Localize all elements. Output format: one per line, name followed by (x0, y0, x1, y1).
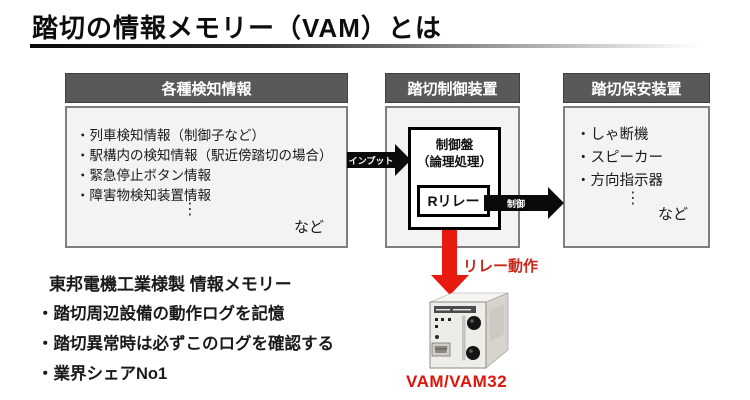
relay-action-arrow-shaft (442, 230, 457, 275)
safety-body: ・しゃ断機 ・スピーカー ・方向指示器 ⋮ など (563, 106, 710, 248)
notes-item: ・踏切周辺設備の動作ログを記憶 (37, 305, 285, 323)
list-item: ・スピーカー (576, 150, 663, 166)
list-item: ・障害物検知装置情報 (76, 188, 211, 203)
control-arrow-head-icon (548, 187, 564, 219)
vam-device-image (424, 290, 514, 372)
relay-action-arrow-head-icon (431, 275, 469, 295)
etc-label: など (657, 206, 688, 223)
control-panel-line1: 制御盤 (435, 138, 474, 152)
control-panel-box: 制御盤 （論理処理） Rリレー (408, 127, 501, 230)
sources-header: 各種検知情報 (65, 73, 348, 103)
vertical-ellipsis: ⋮ (182, 201, 198, 218)
list-item: ・駅構内の検知情報（駅近傍踏切の場合） (76, 148, 333, 163)
title-underline (30, 44, 700, 48)
control-arrow-label: 制御 (506, 198, 525, 209)
notes-heading: 東邦電機工業様製 情報メモリー (49, 275, 292, 294)
vertical-ellipsis: ⋮ (625, 190, 641, 207)
input-arrow-shaft: インプット (347, 152, 395, 168)
controller-body: 制御盤 （論理処理） Rリレー (385, 106, 520, 248)
notes-item: ・業界シェアNo1 (37, 365, 168, 383)
safety-column: 踏切保安装置 ・しゃ断機 ・スピーカー ・方向指示器 ⋮ など (563, 73, 710, 248)
vam-device-icon (429, 292, 509, 369)
controller-header: 踏切制御装置 (385, 73, 520, 103)
input-arrow-label: インプット (348, 155, 394, 166)
notes-item: ・踏切異常時は必ずこのログを確認する (37, 335, 334, 353)
relay-action-label: リレー動作 (463, 258, 539, 275)
control-arrow-shaft: 制御 (484, 195, 548, 211)
input-arrow-head-icon (395, 144, 411, 176)
vam-device-label: VAM/VAM32 (406, 372, 508, 391)
input-arrow: インプット (347, 144, 411, 176)
list-item: ・方向指示器 (576, 173, 663, 189)
control-arrow: 制御 (484, 187, 564, 219)
sources-column: 各種検知情報 ・列車検知情報（制御子など） ・駅構内の検知情報（駅近傍踏切の場合… (65, 73, 348, 248)
notes-list: ・踏切周辺設備の動作ログを記憶 ・踏切異常時は必ずこのログを確認する ・業界シェ… (37, 299, 334, 389)
controller-column: 踏切制御装置 制御盤 （論理処理） Rリレー (385, 73, 520, 248)
safety-header: 踏切保安装置 (563, 73, 710, 103)
list-item: ・しゃ断機 (576, 127, 649, 143)
relay-action-arrow (429, 230, 471, 295)
r-relay-box: Rリレー (417, 185, 490, 217)
list-item: ・列車検知情報（制御子など） (76, 128, 265, 143)
page-title: 踏切の情報メモリー（VAM）とは (32, 13, 442, 43)
control-panel-line2: （論理処理） (416, 155, 492, 169)
etc-label: など (293, 219, 324, 236)
sources-body: ・列車検知情報（制御子など） ・駅構内の検知情報（駅近傍踏切の場合） ・緊急停止… (65, 106, 348, 248)
list-item: ・緊急停止ボタン情報 (76, 168, 211, 183)
